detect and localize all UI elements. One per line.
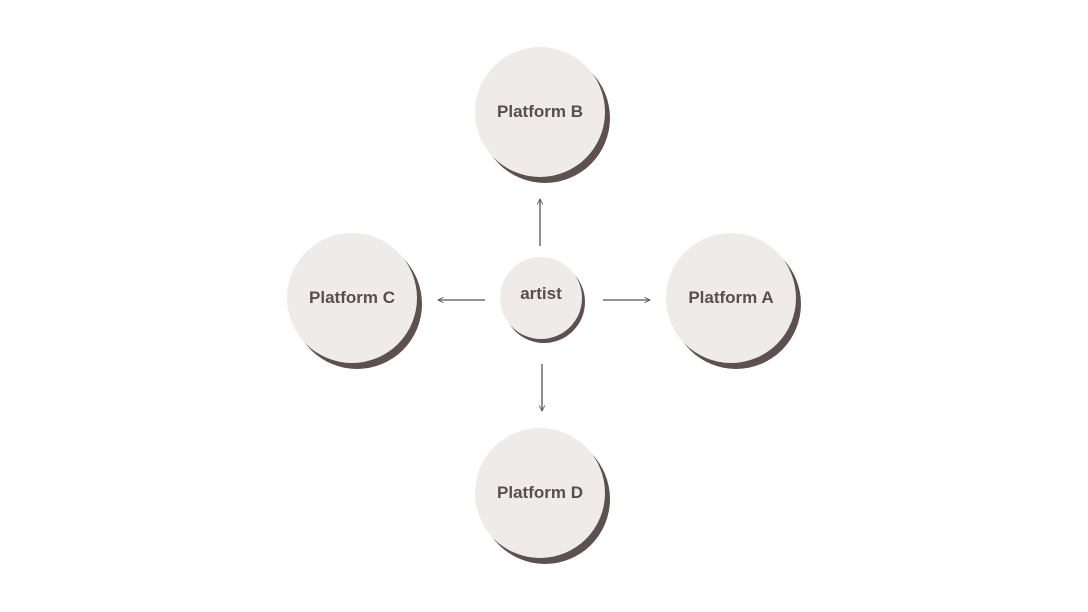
node-platform-c: Platform C xyxy=(287,233,417,363)
node-label: artist xyxy=(520,284,562,303)
node-label: Platform C xyxy=(309,288,395,307)
node-platform-d: Platform D xyxy=(475,428,605,558)
node-label: Platform B xyxy=(497,102,583,121)
node-label: Platform A xyxy=(688,288,774,307)
node-platform-a: Platform A xyxy=(666,233,796,363)
node-platform-b: Platform B xyxy=(475,47,605,177)
node-artist: artist xyxy=(500,257,582,339)
node-label: Platform D xyxy=(497,483,583,502)
